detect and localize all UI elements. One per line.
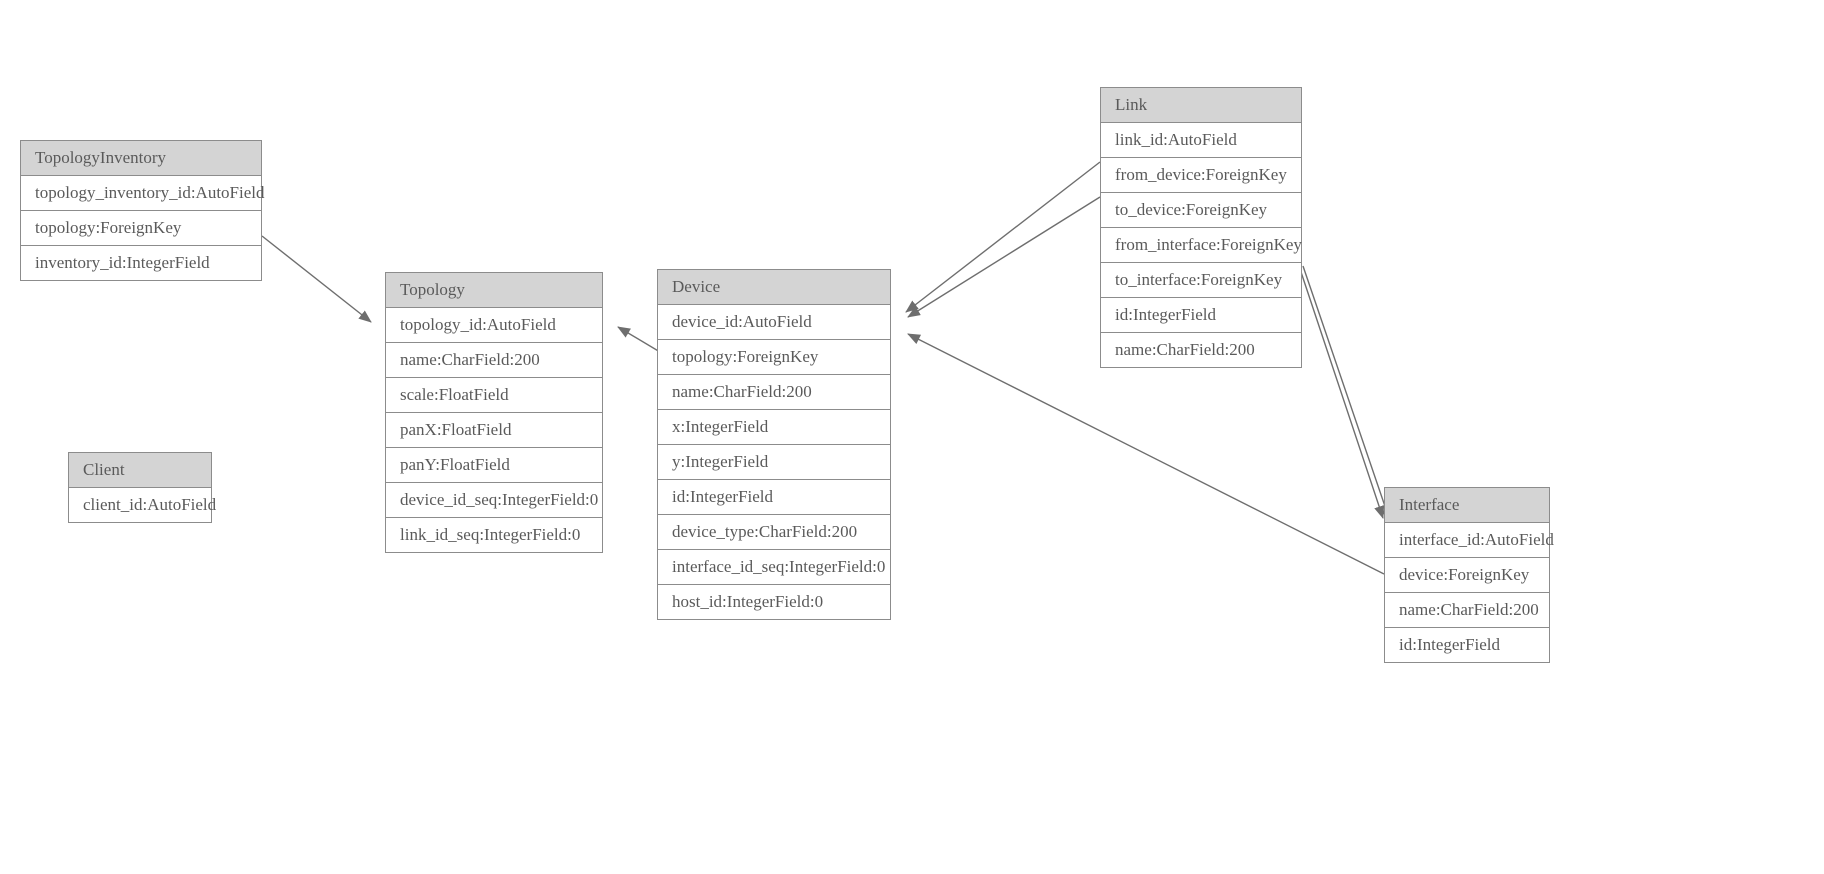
field-row: panX:FloatField	[386, 413, 602, 448]
field-row: name:CharField:200	[658, 375, 890, 410]
field-row: scale:FloatField	[386, 378, 602, 413]
field-row: to_interface:ForeignKey	[1101, 263, 1301, 298]
field-row: topology:ForeignKey	[21, 211, 261, 246]
entity-topologyinventory[interactable]: TopologyInventory topology_inventory_id:…	[20, 140, 265, 281]
entity-title-link: Link	[1101, 88, 1301, 123]
field-row: inventory_id:IntegerField	[21, 246, 261, 280]
edge-link-from-device-to-device	[905, 161, 1101, 313]
edge-device-to-topology	[617, 326, 661, 353]
entity-link[interactable]: Link link_id:AutoField from_device:Forei…	[1100, 87, 1302, 368]
edge-interface-device-to-device	[907, 333, 1385, 575]
field-row: from_interface:ForeignKey	[1101, 228, 1302, 263]
entity-title-interface: Interface	[1385, 488, 1549, 523]
field-row: name:CharField:200	[386, 343, 602, 378]
field-row: id:IntegerField	[1385, 628, 1549, 662]
field-row: interface_id:AutoField	[1385, 523, 1554, 558]
field-row: device:ForeignKey	[1385, 558, 1549, 593]
entity-title-topologyinventory: TopologyInventory	[21, 141, 261, 176]
entity-title-topology: Topology	[386, 273, 602, 308]
edge-topologyinventory-to-topology	[261, 235, 372, 323]
entity-device[interactable]: Device device_id:AutoField topology:Fore…	[657, 269, 891, 620]
field-row: to_device:ForeignKey	[1101, 193, 1301, 228]
entity-interface[interactable]: Interface interface_id:AutoField device:…	[1384, 487, 1554, 663]
field-row: from_device:ForeignKey	[1101, 158, 1301, 193]
field-row: client_id:AutoField	[69, 488, 216, 522]
field-row: interface_id_seq:IntegerField:0	[658, 550, 890, 585]
edge-link-from-interface-to-interface	[1295, 256, 1385, 519]
field-row: topology:ForeignKey	[658, 340, 890, 375]
edge-link-to-interface-to-interface	[1302, 265, 1392, 522]
field-row: topology_id:AutoField	[386, 308, 602, 343]
entity-client[interactable]: Client client_id:AutoField	[68, 452, 216, 523]
field-row: y:IntegerField	[658, 445, 890, 480]
field-row: x:IntegerField	[658, 410, 890, 445]
entity-topology[interactable]: Topology topology_id:AutoField name:Char…	[385, 272, 603, 553]
field-row: link_id_seq:IntegerField:0	[386, 518, 602, 552]
field-row: device_id_seq:IntegerField:0	[386, 483, 602, 518]
field-row: link_id:AutoField	[1101, 123, 1301, 158]
entity-title-device: Device	[658, 270, 890, 305]
field-row: device_id:AutoField	[658, 305, 890, 340]
field-row: host_id:IntegerField:0	[658, 585, 890, 619]
field-row: id:IntegerField	[658, 480, 890, 515]
field-row: id:IntegerField	[1101, 298, 1301, 333]
field-row: device_type:CharField:200	[658, 515, 890, 550]
entity-title-client: Client	[69, 453, 211, 488]
field-row: name:CharField:200	[1101, 333, 1301, 367]
field-row: panY:FloatField	[386, 448, 602, 483]
field-row: name:CharField:200	[1385, 593, 1549, 628]
field-row: topology_inventory_id:AutoField	[21, 176, 265, 211]
edge-link-to-device-to-device	[907, 196, 1101, 318]
